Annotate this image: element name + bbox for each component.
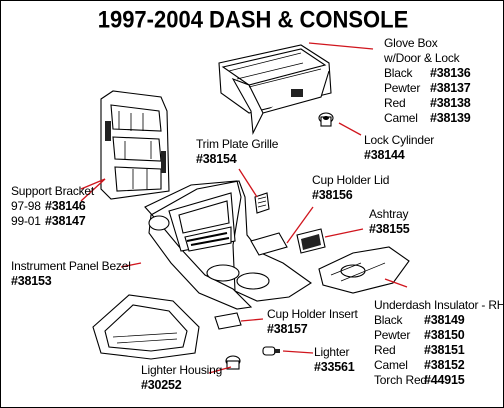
lighter-name: Lighter <box>314 345 350 359</box>
cup-holder-insert-name: Cup Holder Insert <box>267 307 358 321</box>
instrument-panel-bezel-label: Instrument Panel Bezel #38153 <box>11 259 131 289</box>
lighter-part-number: #33561 <box>314 360 355 374</box>
ashtray-drawing <box>296 228 326 254</box>
support-bracket-drawing <box>100 90 170 200</box>
glove-box-drawing <box>218 44 332 135</box>
lighter-housing-part-number: #30252 <box>141 378 182 392</box>
trim-plate-grille-drawing <box>254 192 270 214</box>
ashtray-name: Ashtray <box>369 207 409 221</box>
support-bracket-name: Support Bracket <box>11 184 95 198</box>
glove-box-name-2: w/Door & Lock <box>384 51 460 65</box>
lighter-drawing <box>262 346 280 356</box>
cup-holder-insert-drawing <box>214 312 242 330</box>
instrument-panel-bezel-name: Instrument Panel Bezel <box>11 259 131 273</box>
trim-plate-grille-part-number: #38154 <box>196 152 237 166</box>
lighter-label: Lighter #33561 <box>314 345 355 375</box>
underdash-insulator-label: Underdash Insulator - RH Black#38149 Pew… <box>374 298 504 388</box>
underdash-insulator-name: Underdash Insulator - RH <box>374 298 504 312</box>
lock-cylinder-part-number: #38144 <box>364 148 405 162</box>
underdash-insulator-drawing <box>318 246 410 294</box>
glove-box-variant: Camel#38139 <box>384 111 471 125</box>
support-bracket-label: Support Bracket 97-98#38146 99-01#38147 <box>11 184 94 229</box>
support-bracket-variant: 97-98#38146 <box>11 199 86 213</box>
instrument-panel-bezel-drawing <box>144 180 312 310</box>
leader-lines <box>80 42 408 374</box>
lower-console-drawing <box>92 294 200 360</box>
underdash-insulator-variant: Pewter#38150 <box>374 328 465 342</box>
support-bracket-variant: 99-01#38147 <box>11 214 86 228</box>
lighter-housing-name: Lighter Housing <box>141 363 223 377</box>
ashtray-part-number: #38155 <box>369 222 410 236</box>
glove-box-name-1: Glove Box <box>384 36 438 50</box>
lock-cylinder-name: Lock Cylinder <box>364 133 435 147</box>
cup-holder-lid-label: Cup Holder Lid #38156 <box>312 173 389 203</box>
cup-holder-insert-part-number: #38157 <box>267 322 308 336</box>
underdash-insulator-variant: Torch Red#44915 <box>374 373 465 387</box>
cup-holder-lid-name: Cup Holder Lid <box>312 173 390 187</box>
cup-holder-insert-label: Cup Holder Insert #38157 <box>267 307 358 337</box>
lock-cylinder-drawing <box>318 112 334 127</box>
lighter-housing-drawing <box>225 355 241 370</box>
trim-plate-grille-label: Trim Plate Grille #38154 <box>196 137 278 167</box>
glove-box-label: Glove Box w/Door & Lock Black#38136 Pewt… <box>384 36 471 126</box>
trim-plate-grille-name: Trim Plate Grille <box>196 137 279 151</box>
ashtray-label: Ashtray #38155 <box>369 207 410 237</box>
lock-cylinder-label: Lock Cylinder #38144 <box>364 133 434 163</box>
cup-holder-lid-part-number: #38156 <box>312 188 353 202</box>
lighter-housing-label: Lighter Housing #30252 <box>141 363 222 393</box>
instrument-panel-bezel-part-number: #38153 <box>11 274 52 288</box>
glove-box-variant: Black#38136 <box>384 66 471 80</box>
underdash-insulator-variant: Black#38149 <box>374 313 465 327</box>
underdash-insulator-variant: Red#38151 <box>374 343 465 357</box>
underdash-insulator-variant: Camel#38152 <box>374 358 465 372</box>
glove-box-variant: Red#38138 <box>384 96 471 110</box>
glove-box-variant: Pewter#38137 <box>384 81 471 95</box>
page-title: 1997-2004 DASH & CONSOLE <box>97 5 409 33</box>
cup-holder-lid-drawing <box>250 232 288 256</box>
